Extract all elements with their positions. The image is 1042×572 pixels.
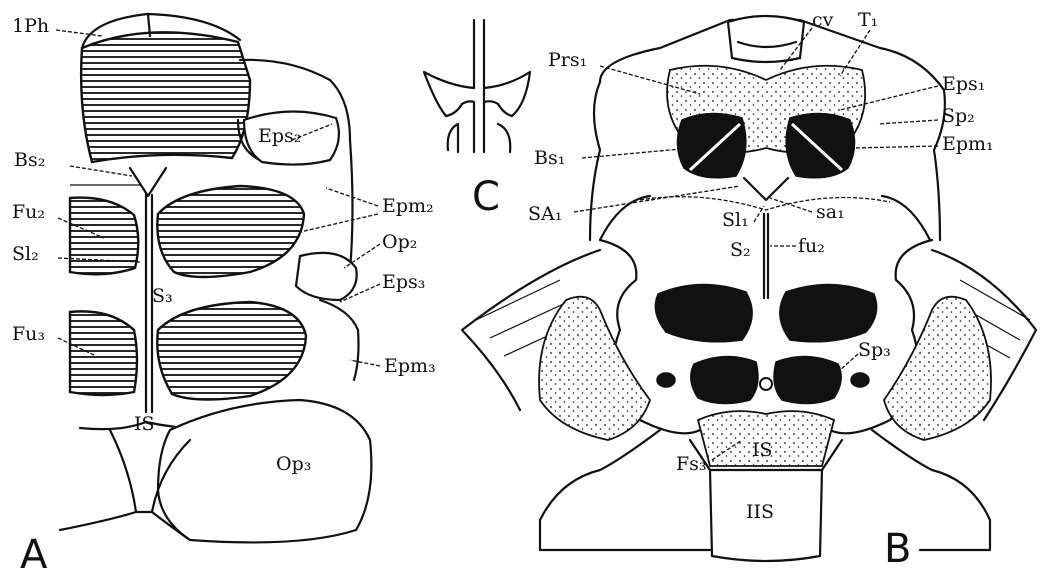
label-a-s3: S₃ [152, 285, 173, 307]
panel-b-drawing [462, 16, 1036, 561]
label-a-epm3: Epm₃ [384, 355, 436, 377]
label-a-bs2: Bs₂ [14, 149, 45, 171]
label-b-sp2: Sp₂ [942, 105, 975, 127]
label-b-iis: IIS [746, 501, 774, 523]
label-b-s2: S₂ [730, 239, 751, 261]
label-b-bs1: Bs₁ [534, 147, 565, 169]
label-b-t1: T₁ [858, 9, 878, 31]
label-a-eps3: Eps₃ [382, 271, 425, 293]
label-b-fs3: Fs₃ [676, 453, 707, 475]
label-a-op3: Op₃ [276, 453, 311, 475]
label-b-prs1: Prs₁ [548, 49, 587, 71]
label-b-cv: cv [812, 9, 834, 31]
label-a-eps2: Eps₂ [258, 125, 301, 147]
label-b-sa1-upper: SA₁ [528, 203, 562, 225]
label-a-op2: Op₂ [382, 231, 417, 253]
label-a-is: IS [134, 413, 155, 435]
label-b-eps1: Eps₁ [942, 73, 985, 95]
label-a-sl2: Sl₂ [12, 243, 39, 265]
label-a-epm2: Epm₂ [382, 195, 434, 217]
label-b-epm1: Epm₁ [942, 133, 994, 155]
panel-letter-a: A [20, 532, 48, 572]
label-b-is: IS [752, 439, 773, 461]
panel-letter-c: C [472, 174, 500, 220]
label-b-sa1-lower: sa₁ [816, 201, 845, 223]
label-a-1ph: 1Ph [12, 15, 49, 37]
panel-a-drawing [60, 14, 371, 542]
label-a-fu2: Fu₂ [12, 201, 45, 223]
label-b-sl1: Sl₁ [722, 209, 749, 231]
panel-letter-b: B [884, 526, 911, 572]
label-b-sp3: Sp₃ [858, 339, 891, 361]
panel-c-drawing [424, 20, 530, 152]
label-a-fu3: Fu₃ [12, 323, 45, 345]
label-b-fu2: fu₂ [798, 235, 825, 257]
